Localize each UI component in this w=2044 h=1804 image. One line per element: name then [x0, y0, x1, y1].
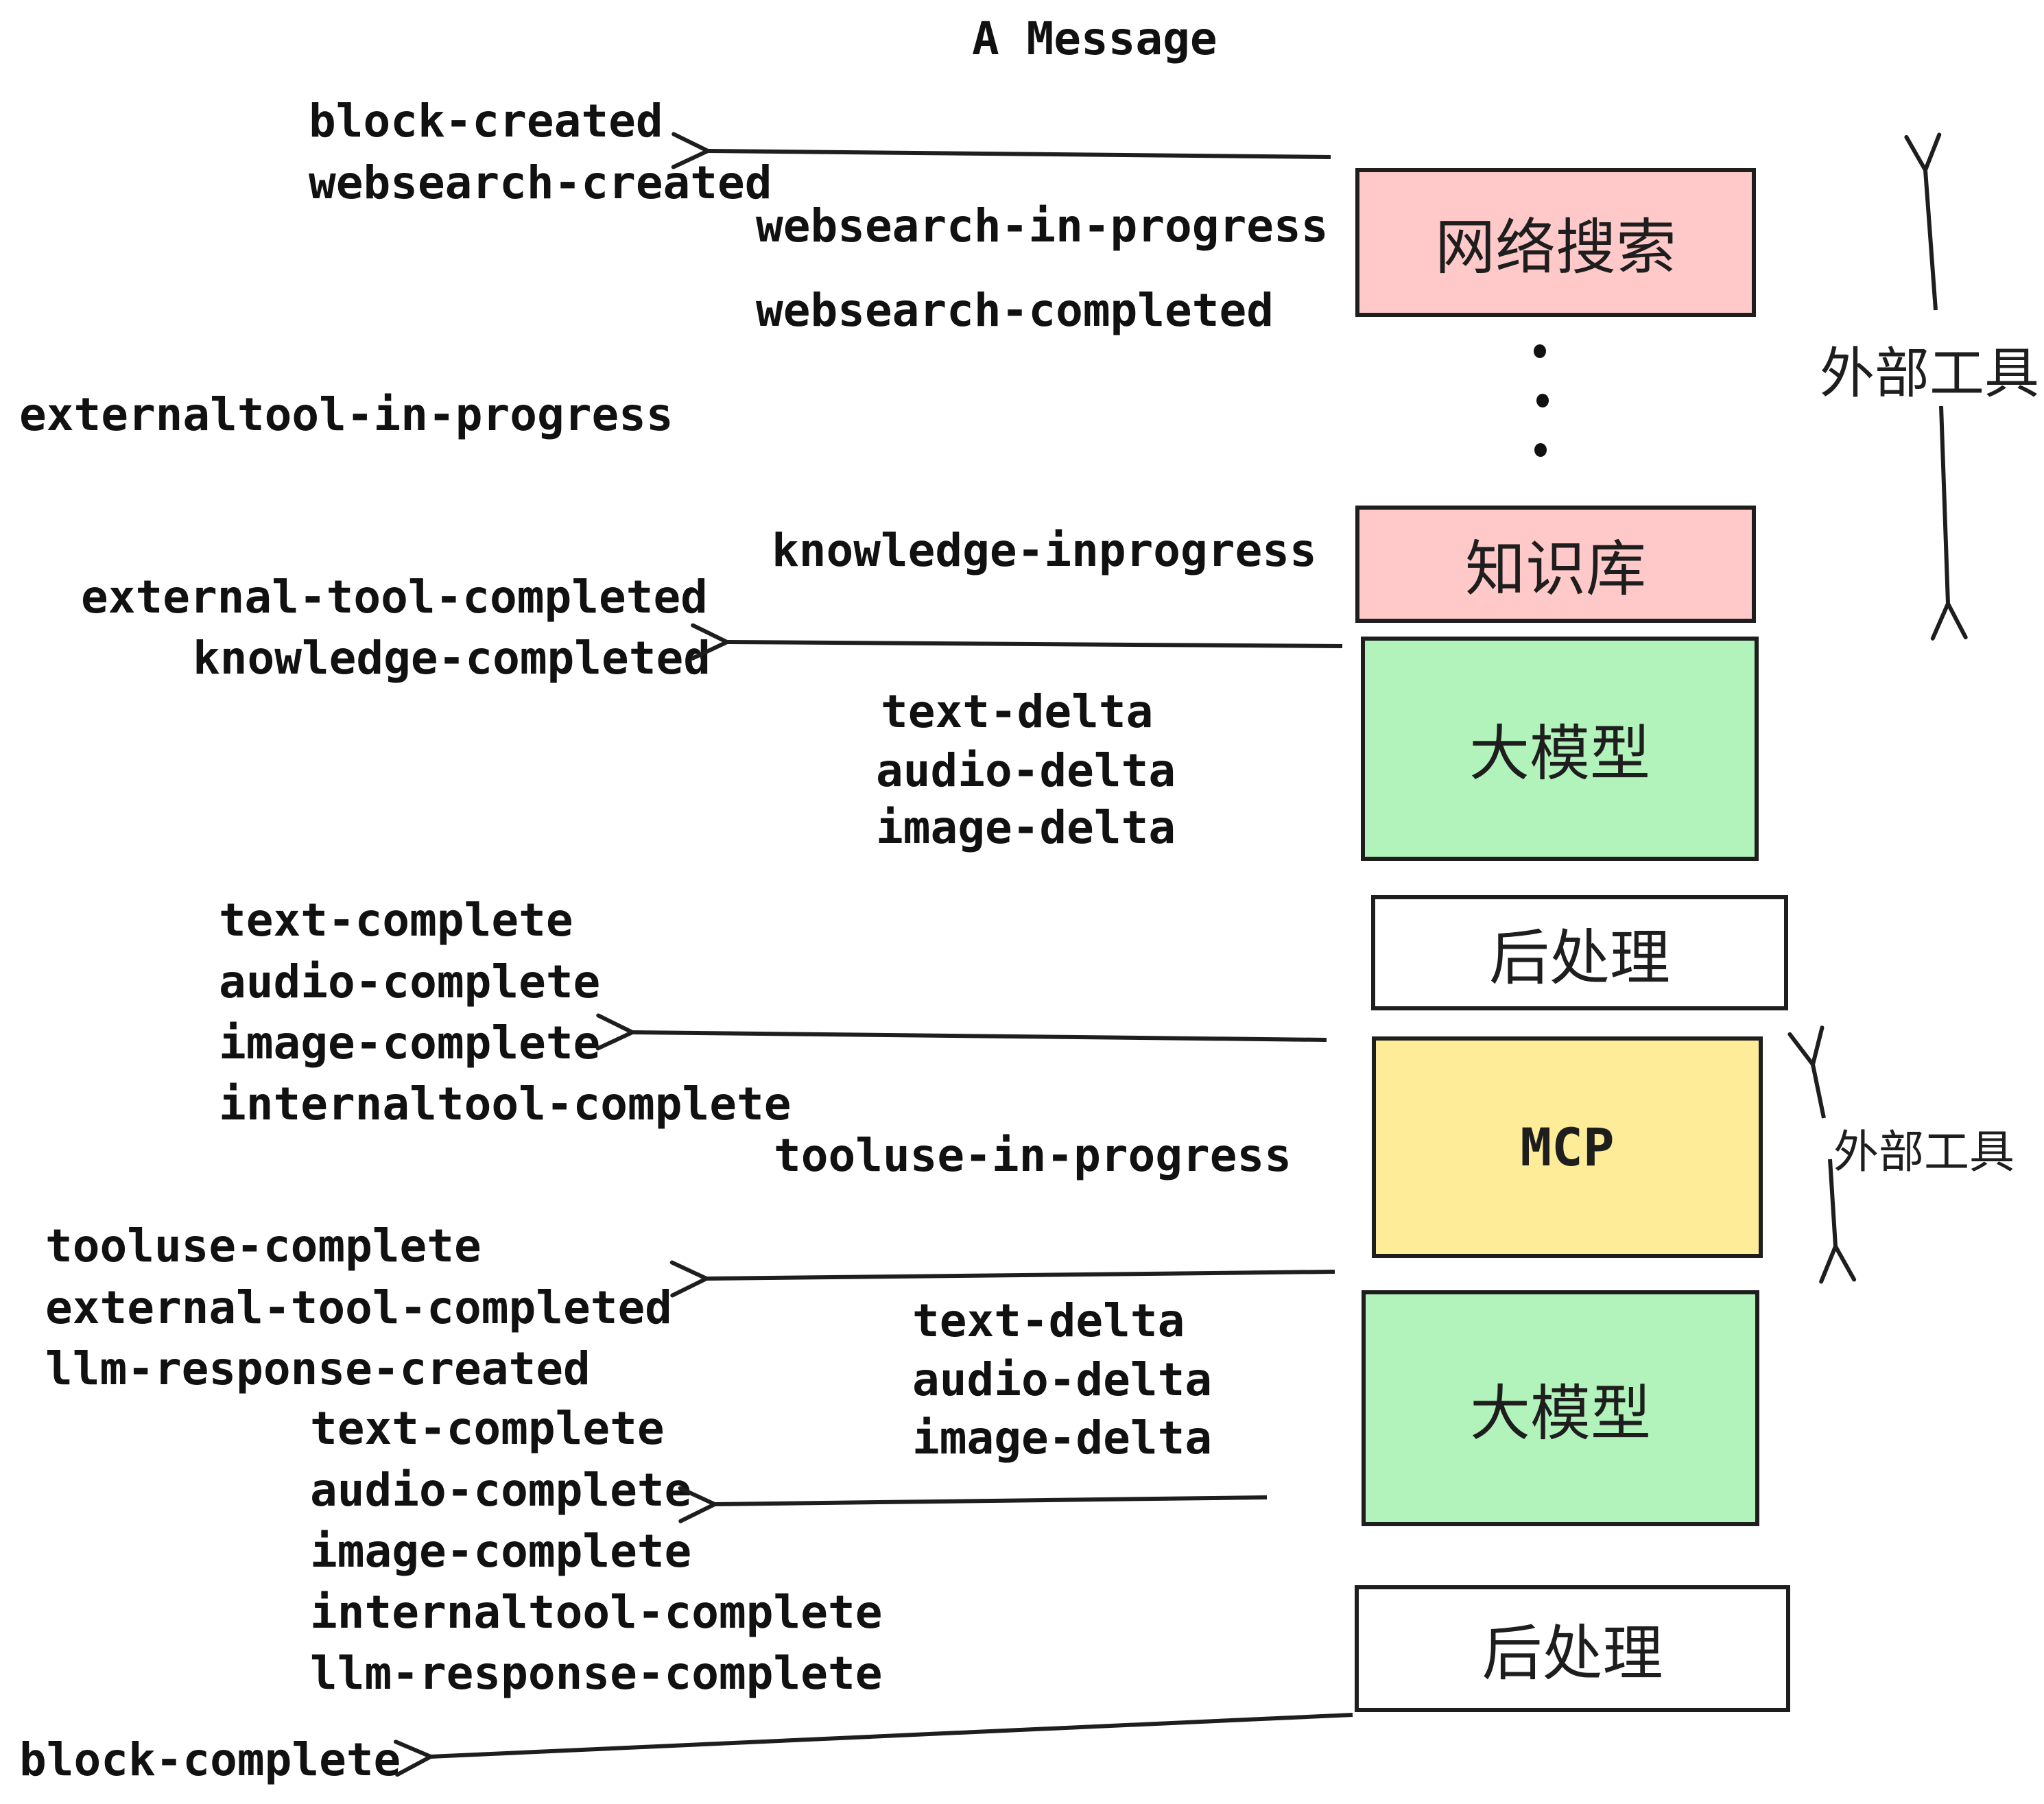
box-postprocess-1-label: 后处理: [1488, 922, 1670, 993]
event-image-complete-1: image-complete: [219, 1017, 601, 1069]
event-audio-complete-2: audio-complete: [310, 1464, 692, 1517]
event-llm-response-created: llm-response-created: [45, 1342, 591, 1395]
event-tooluse-in-progress: tooluse-in-progress: [774, 1129, 1292, 1182]
box-llm-2-label: 大模型: [1469, 1377, 1651, 1449]
box-llm-2: 大模型: [1362, 1290, 1759, 1526]
event-knowledge-inprogress: knowledge-inprogress: [772, 524, 1317, 577]
event-block-created: block-created: [309, 95, 663, 147]
event-text-complete-2: text-complete: [310, 1402, 665, 1455]
event-image-delta-1: image-delta: [876, 801, 1176, 854]
box-mcp-label: MCP: [1520, 1117, 1615, 1178]
arrow-up-external-tools-mcp-icon: [1813, 1065, 1826, 1119]
external-tools-note-top: 外部工具: [1820, 342, 2039, 405]
event-tooluse-complete: tooluse-complete: [45, 1220, 482, 1272]
box-postprocess-2: 后处理: [1355, 1585, 1790, 1712]
event-internaltool-complete-2: internaltool-complete: [310, 1586, 883, 1639]
event-websearch-in-progress: websearch-in-progress: [756, 200, 1329, 252]
event-text-delta-1: text-delta: [881, 685, 1154, 738]
ellipsis-dot: [1534, 443, 1547, 457]
event-audio-complete-1: audio-complete: [219, 956, 601, 1008]
event-block-complete: block-complete: [19, 1733, 401, 1786]
arrow-mcp-to-tooluse-complete-icon: [706, 1272, 1335, 1279]
diagram-title: A Message: [972, 12, 1217, 65]
event-text-delta-2: text-delta: [912, 1294, 1185, 1347]
arrow-up-external-tools-top-icon: [1925, 170, 1936, 311]
box-knowledge-label: 知识库: [1464, 534, 1646, 604]
event-audio-delta-1: audio-delta: [876, 744, 1176, 797]
event-text-complete-1: text-complete: [219, 894, 573, 947]
arrow-down-external-tools-top-icon: [1941, 405, 1948, 604]
box-mcp: MCP: [1372, 1036, 1763, 1258]
event-external-tool-completed-2: external-tool-completed: [45, 1281, 672, 1334]
arrow-llm2-to-audio-complete-icon: [715, 1497, 1268, 1504]
box-postprocess-2-label: 后处理: [1482, 1618, 1663, 1689]
event-knowledge-completed: knowledge-completed: [193, 632, 711, 685]
box-llm-1-label: 大模型: [1469, 718, 1650, 789]
arrow-websearch-to-block-created-icon: [708, 151, 1331, 157]
ellipsis-dot: [1534, 344, 1546, 358]
event-llm-response-complete: llm-response-complete: [310, 1647, 883, 1700]
event-websearch-created: websearch-created: [309, 156, 772, 209]
event-websearch-completed: websearch-completed: [756, 284, 1274, 337]
box-knowledge: 知识库: [1355, 506, 1756, 623]
ellipsis-dot: [1536, 394, 1549, 407]
event-image-complete-2: image-complete: [310, 1525, 692, 1578]
box-llm-1: 大模型: [1361, 637, 1759, 861]
box-websearch-label: 网络搜索: [1434, 212, 1676, 283]
box-postprocess-1: 后处理: [1371, 895, 1788, 1010]
arrow-postprocess-to-block-complete-icon: [431, 1713, 1353, 1757]
arrow-llm1-to-knowledge-completed-icon: [727, 642, 1343, 646]
event-external-tool-completed: external-tool-completed: [81, 571, 708, 624]
box-websearch: 网络搜索: [1355, 168, 1756, 317]
event-internaltool-complete-1: internaltool-complete: [219, 1078, 792, 1130]
external-tools-note-mcp: 外部工具: [1833, 1126, 2015, 1178]
arrow-mcp-to-image-complete-icon: [632, 1032, 1327, 1040]
event-image-delta-2: image-delta: [912, 1412, 1213, 1464]
event-externaltool-in-progress: externaltool-in-progress: [19, 388, 674, 441]
event-audio-delta-2: audio-delta: [912, 1353, 1213, 1406]
